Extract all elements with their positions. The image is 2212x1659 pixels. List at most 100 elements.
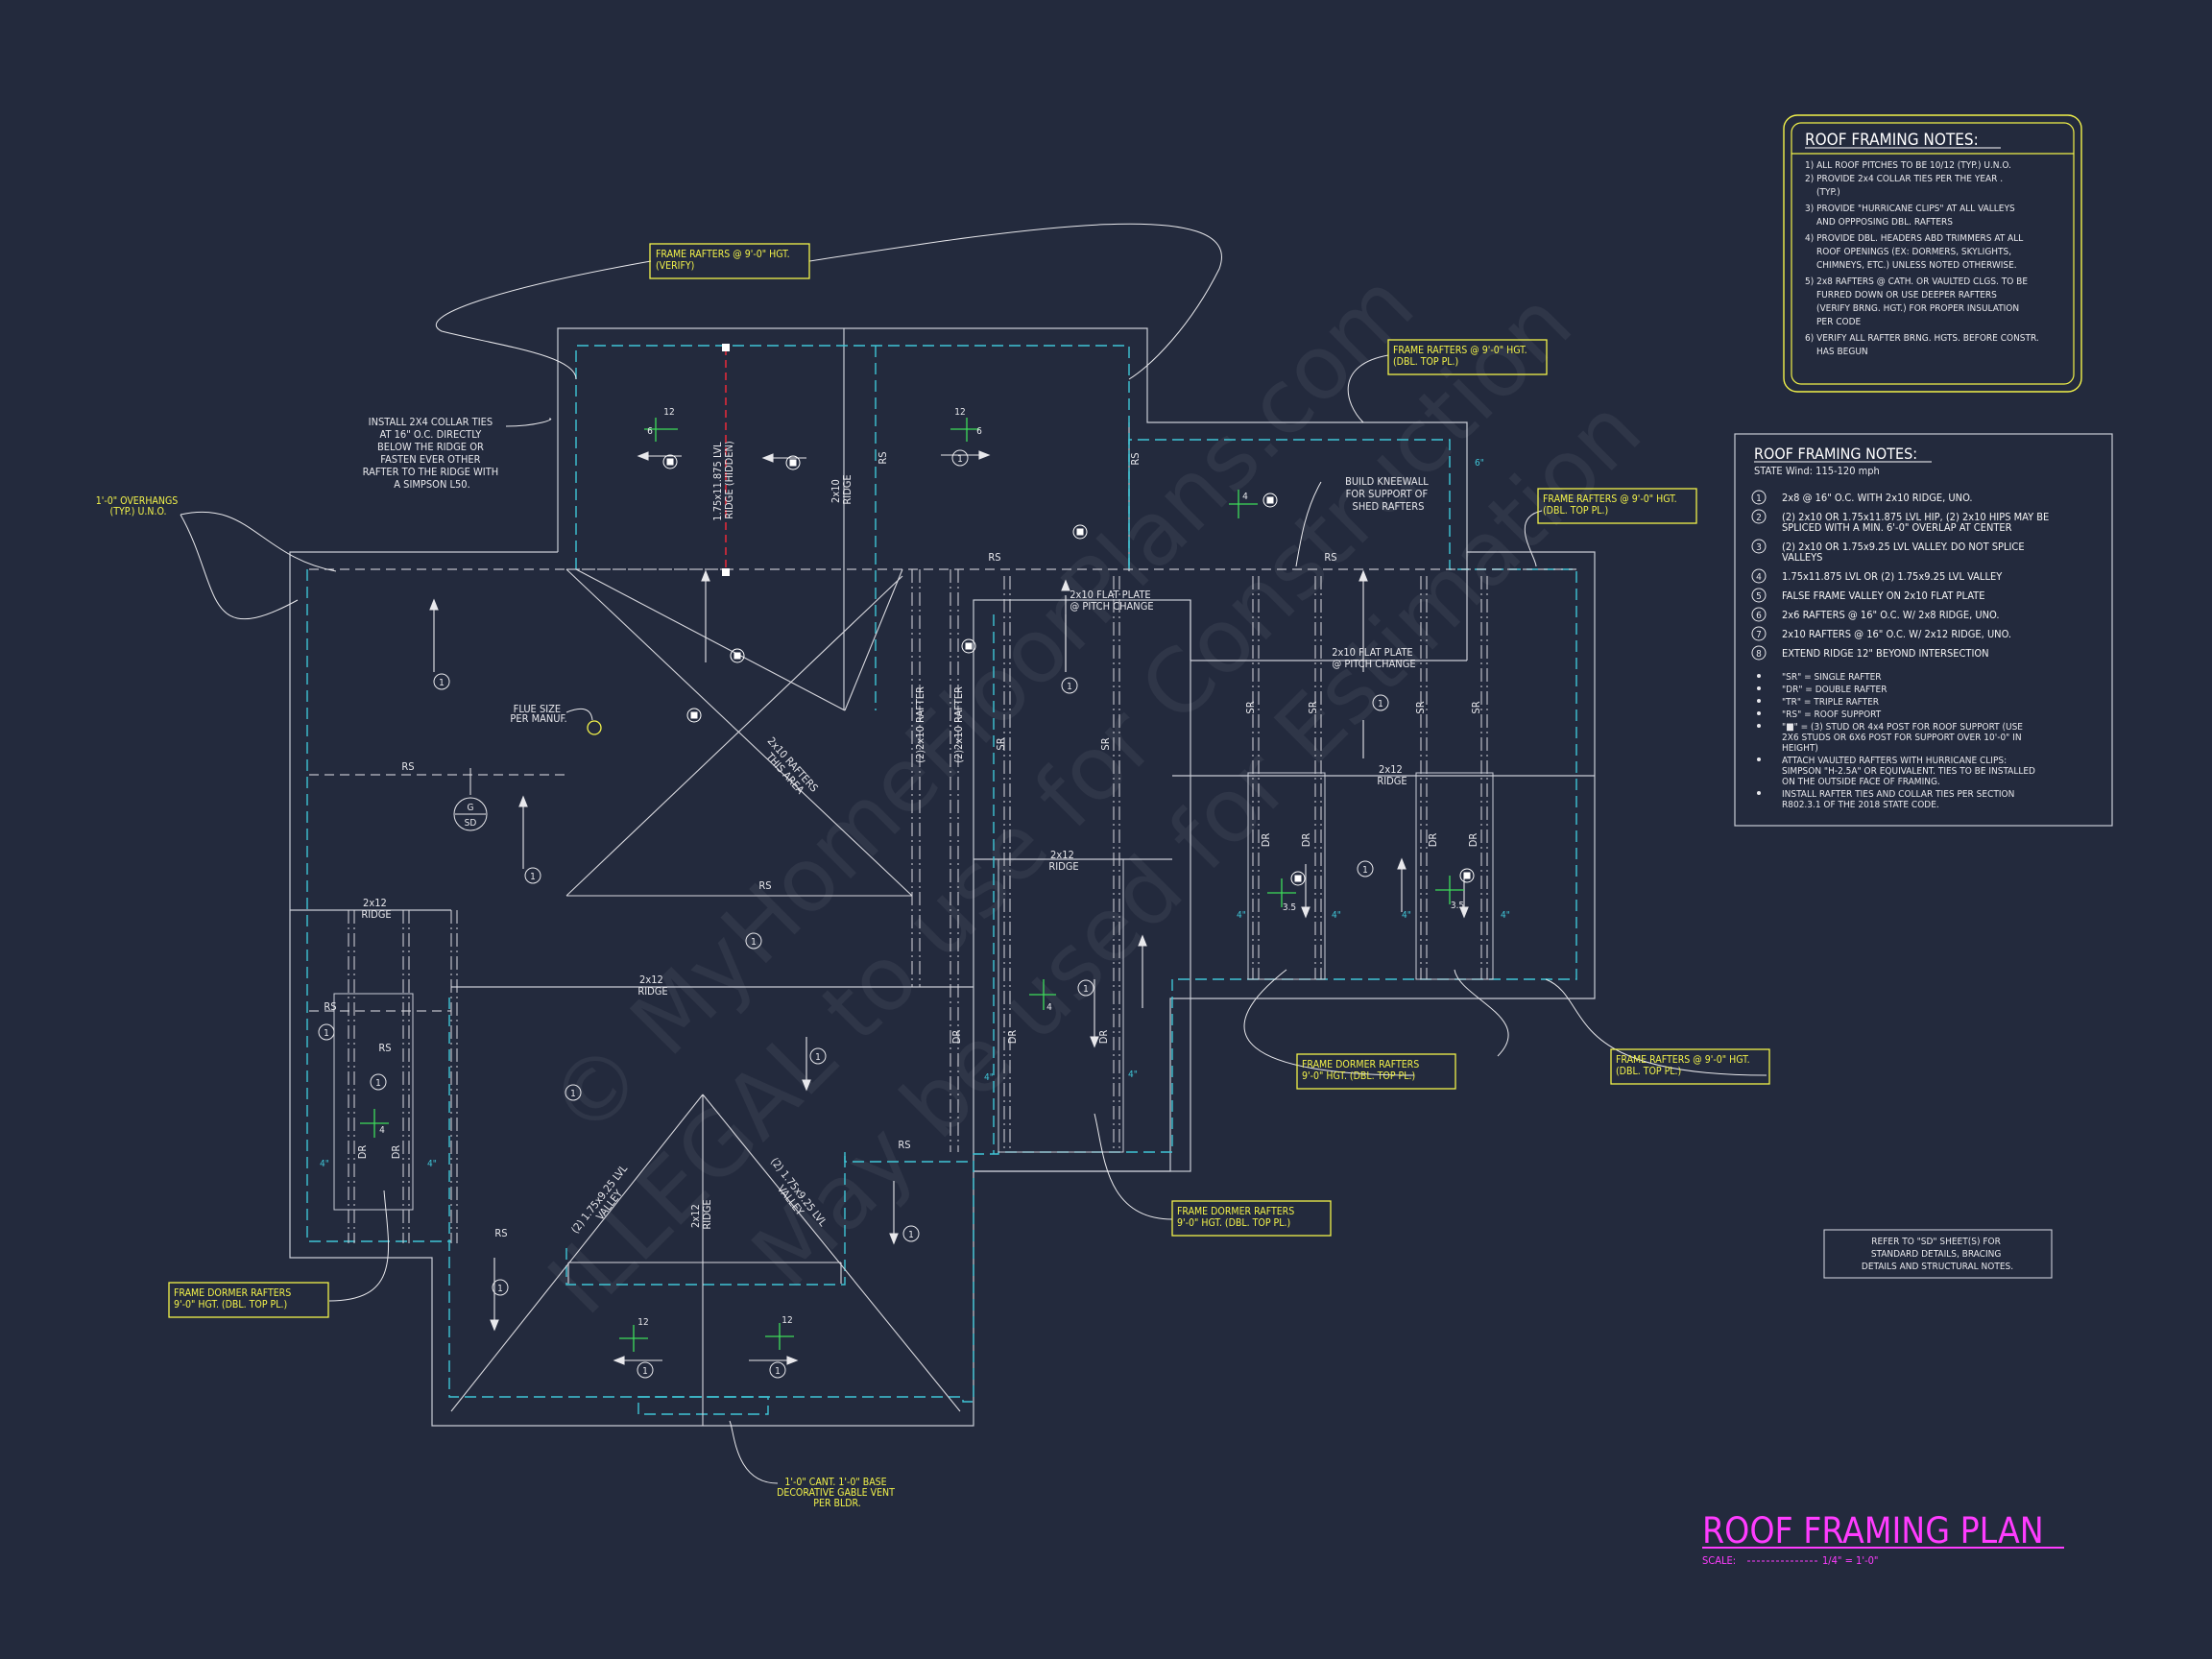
bullet-note-text: "■" = (3) STUD OR 4x4 POST FOR ROOF SUPP… [1782, 722, 2023, 733]
note-number-circle [1751, 626, 1767, 641]
plan-title: ROOF FRAMING PLAN SCALE: 1/4" = 1'-0" [1702, 1510, 2064, 1567]
notes-heading: ROOF FRAMING NOTES: [1805, 131, 1979, 150]
lvl-ridge-label: 1.75x11.875 LVL RIDGE (HIDDEN) [711, 439, 735, 520]
pitch-rise: 12 [637, 1317, 648, 1328]
pitch-labels: 12 6 12 6 4 12 12 4 3.5 3.5 4 [379, 407, 1464, 1328]
refer-note: REFER TO "SD" SHEET(S) FOR STANDARD DETA… [1823, 1229, 2053, 1279]
note-number-circle [1751, 490, 1767, 505]
ridge-label: 2x12 RIDGE [361, 897, 391, 921]
flat-plate-note: 2x10 FLAT PLATE @ PITCH CHANGE [1070, 589, 1154, 613]
pitch-rise: 12 [663, 407, 674, 418]
bullet-note-text: ON THE OUTSIDE FACE OF FRAMING. [1782, 777, 1940, 787]
roof-support-labels: RS RS RS RS RS RS RS RS [324, 551, 1336, 1239]
refer-note-text: REFER TO "SD" SHEET(S) FOR STANDARD DETA… [1862, 1237, 2013, 1272]
numbered-note-text: EXTEND RIDGE 12" BEYOND INTERSECTION [1782, 647, 1989, 660]
note-number-circle [1751, 568, 1767, 584]
pitch-run: 6 [976, 426, 982, 437]
ridge-label: 2x12 RIDGE [689, 1199, 713, 1229]
dr-label: DR [1260, 833, 1272, 848]
sr-label: SR [995, 737, 1007, 750]
ridge-hip-lines [309, 568, 1576, 1012]
overhang-note: 1'-0" OVERHANGS (TYP.) U.N.O. [96, 495, 181, 517]
ridge-label: 2x12 RIDGE [1377, 763, 1407, 787]
note-number-circle [1751, 539, 1767, 554]
callout-text: FRAME DORMER RAFTERS 9'-0" HGT. (DBL. TO… [1302, 1059, 1422, 1082]
note-number: 4 [1756, 572, 1762, 583]
bullet-note-text: 2X6 STUDS OR 6X6 POST FOR SUPPORT OVER 1… [1782, 733, 2022, 743]
callout-text: FRAME RAFTERS @ 9'-0" HGT. (DBL. TOP PL.… [1616, 1054, 1753, 1077]
rs-label: RS [494, 1227, 507, 1239]
note-number-circle [1751, 607, 1767, 622]
bullet-dot [1757, 724, 1761, 728]
bullet-note-text: "RS" = ROOF SUPPORT [1782, 709, 1882, 720]
rafter-type-label: 1 [530, 872, 536, 882]
rs-label: RS [898, 1139, 910, 1151]
post-marker [722, 344, 730, 351]
flat-plate-note: 2x10 FLAT PLATE @ PITCH CHANGE [1332, 646, 1416, 670]
pitch-rise: 12 [954, 407, 965, 418]
flue-icon [587, 720, 602, 735]
dr-label: DR [950, 1030, 963, 1045]
rafters-area-label: 2x10 RAFTERS THIS AREA [757, 734, 823, 805]
watermark-line2: ILLEGAL to use for Construction [529, 272, 1591, 1334]
bullet-note-text: INSTALL RAFTER TIES AND COLLAR TIES PER … [1782, 789, 2014, 800]
sr-label: SR [1470, 701, 1482, 713]
bullet-notes: "SR" = SINGLE RAFTER"DR" = DOUBLE RAFTER… [1757, 672, 2035, 810]
sr-label: SR [1414, 701, 1427, 713]
bullet-note-text: "DR" = DOUBLE RAFTER [1782, 685, 1887, 695]
numbered-note-text: 2x8 @ 16" O.C. WITH 2x10 RIDGE, UNO. [1782, 492, 1973, 504]
callout-boxes: FRAME RAFTERS @ 9'-0" HGT. (VERIFY) FRAM… [96, 243, 1770, 1509]
rafter-type-label: 1 [751, 937, 757, 948]
bullet-dot [1757, 686, 1761, 690]
rs-label: RS [401, 760, 414, 773]
note-number: 7 [1756, 630, 1762, 640]
pitch-rise: 12 [781, 1315, 792, 1326]
rs-label: RS [378, 1042, 391, 1054]
numbered-note-text: 2x10 RAFTERS @ 16" O.C. W/ 2x12 RIDGE, U… [1782, 628, 2011, 640]
bullet-note-text: SIMPSON "H-2.5A" OR EQUIVALENT. TIES TO … [1782, 766, 2035, 777]
smoke-detector: G SD [453, 768, 488, 831]
pitch-run: 3.5 [1451, 901, 1464, 911]
kneewall-note: BUILD KNEEWALL FOR SUPPORT OF SHED RAFTE… [1345, 475, 1431, 513]
sd-label-top: G [468, 803, 474, 813]
ridge-label: 2x12 RIDGE [1048, 849, 1078, 873]
pitch-run: 6 [647, 426, 653, 437]
sr-label: SR [1244, 701, 1257, 713]
inch-label: 4" [984, 1072, 994, 1083]
bullet-dot [1757, 757, 1761, 761]
page-title: ROOF FRAMING PLAN [1702, 1510, 2044, 1551]
note-number-circle [1751, 645, 1767, 661]
callout-text: FRAME RAFTERS @ 9'-0" HGT. (DBL. TOP PL.… [1393, 345, 1530, 368]
numbered-note-text: (2) 2x10 OR 1.75x11.875 LVL HIP, (2) 2x1… [1782, 511, 2049, 523]
inch-label: 6" [1475, 458, 1484, 469]
rafter-type-label: 1 [1067, 682, 1072, 692]
inch-label: 4" [1332, 910, 1341, 921]
dr-label: DR [1006, 1030, 1019, 1045]
rafter-type-label: 1 [642, 1366, 648, 1377]
rafter-label: (2)2x10 RAFTER [914, 686, 926, 763]
rafter-type-label: 1 [497, 1284, 503, 1294]
bullet-dot [1757, 711, 1761, 715]
note-number: 2 [1756, 513, 1762, 523]
ridge-label: 2x12 RIDGE [637, 974, 667, 998]
flue-note: FLUE SIZE PER MANUF. [510, 703, 566, 725]
numbered-note-text: (2) 2x10 OR 1.75x9.25 LVL VALLEY. DO NOT… [1782, 541, 2025, 553]
pitch-symbols [360, 418, 1464, 1352]
inch-label: 4" [320, 1159, 329, 1169]
callout-text: FRAME RAFTERS @ 9'-0" HGT. (VERIFY) [656, 249, 793, 272]
rafter-lines [348, 569, 1488, 1243]
dr-label: DR [390, 1145, 402, 1160]
rafter-type-label: 1 [324, 1028, 329, 1039]
pitch-run: 3.5 [1283, 902, 1296, 913]
rafter-type-label: 1 [1378, 699, 1383, 709]
inch-label: 4" [1237, 910, 1246, 921]
scale-value: 1/4" = 1'-0" [1822, 1554, 1878, 1567]
rafter-type-label: 1 [1083, 984, 1089, 995]
dr-label: DR [1467, 833, 1479, 848]
sd-label-bottom: SD [465, 818, 477, 829]
rafter-code-labels: SR SR SR SR SR SR RS RS DR DR DR DR DR D… [356, 451, 1482, 1159]
numbered-note-text: SPLICED WITH A MIN. 6'-0" OVERLAP AT CEN… [1782, 521, 2012, 534]
rafter-type-label: 1 [570, 1089, 576, 1099]
rs-label: RS [758, 879, 771, 892]
